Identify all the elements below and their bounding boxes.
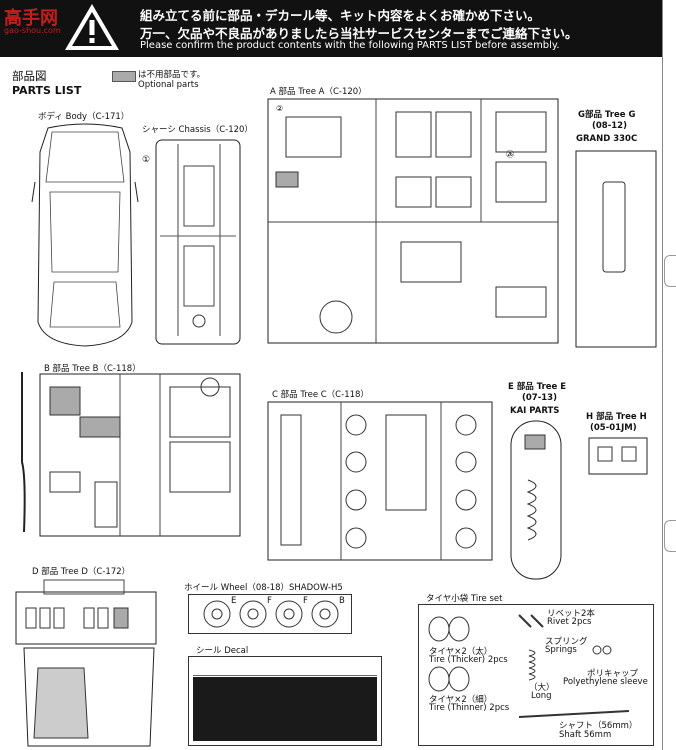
wheel-label: ホイール Wheel（08-18）SHADOW-H5 bbox=[184, 583, 343, 593]
site-logo-url: gao-shou.com bbox=[4, 26, 61, 35]
tree-g-code: (08-12) bbox=[592, 121, 627, 131]
optional-legend: Optional parts bbox=[138, 80, 199, 90]
decal-label: シール Decal bbox=[196, 646, 249, 656]
tree-b-label: B 部品 Tree B（C-118） bbox=[44, 364, 141, 374]
page-tab bbox=[664, 255, 676, 287]
long-spring-label: Long bbox=[531, 691, 552, 701]
tree-h-label: H 部品 Tree H bbox=[586, 412, 647, 422]
tree-e-code: (07-13) bbox=[522, 393, 557, 403]
spring-label: Springs bbox=[545, 645, 577, 655]
tree-d-runner bbox=[15, 579, 157, 747]
tree-c-runner bbox=[267, 401, 493, 561]
body-label: ボディ Body（C-171） bbox=[38, 112, 130, 122]
tree-e-name: KAI PARTS bbox=[510, 406, 560, 416]
tree-g-runner bbox=[575, 150, 657, 348]
parts-list-title-ja: 部品図 bbox=[12, 69, 47, 83]
tree-d-label: D 部品 Tree D（C-172） bbox=[32, 567, 131, 577]
tree-g-label: G部品 Tree G bbox=[578, 110, 636, 120]
spring-label-ja: スプリング bbox=[545, 637, 588, 647]
tree-b-runner bbox=[21, 372, 241, 537]
thin-tire-label-ja: タイヤ×2（細） bbox=[429, 695, 493, 705]
wheel-part-letter: E bbox=[231, 596, 237, 606]
optional-legend-ja: は不用部品です。 bbox=[138, 70, 206, 80]
tire-set-box: リベット2本 Rivet 2pcs タイヤ×2（太） Tire (Thicker… bbox=[418, 604, 654, 746]
tree-e-label: E 部品 Tree E bbox=[508, 382, 567, 392]
decal-sheet bbox=[188, 656, 382, 746]
tree-e-runner bbox=[510, 420, 562, 580]
wheel-part-letter: B bbox=[339, 596, 345, 606]
sleeve-label-ja: ポリキャップ bbox=[587, 669, 639, 679]
thick-tire-label: Tire (Thicker) 2pcs bbox=[429, 655, 508, 665]
header-warning-english: Please confirm the product contents with… bbox=[140, 40, 560, 51]
svg-text:②: ② bbox=[276, 104, 283, 113]
rivet-label: Rivet 2pcs bbox=[547, 617, 592, 627]
long-spring-label-ja: （大） bbox=[529, 683, 555, 693]
tree-h-runner bbox=[588, 437, 648, 475]
wheel-part-letter: F bbox=[303, 596, 308, 606]
tree-a-label: A 部品 Tree A（C-120） bbox=[270, 87, 367, 97]
thin-tire-label: Tire (Thinner) 2pcs bbox=[429, 703, 510, 713]
chassis-drawing: ① bbox=[142, 139, 241, 345]
wheel-part-letter: F bbox=[267, 596, 272, 606]
tree-g-name: GRAND 330C bbox=[576, 134, 638, 144]
shaft-label: Shaft 56mm bbox=[559, 730, 612, 740]
thick-tire-label-ja: タイヤ×2（太） bbox=[429, 647, 493, 657]
rivet-label-ja: リベット2本 bbox=[547, 609, 595, 619]
tire-set-label: タイヤ小袋 Tire set bbox=[426, 594, 503, 604]
chassis-label: シャーシ Chassis（C-120） bbox=[142, 125, 253, 135]
wheel-runner: E F F B bbox=[188, 594, 352, 634]
warning-icon bbox=[65, 4, 119, 50]
tree-a-runner: ② ㉖ bbox=[267, 98, 559, 344]
header-warning-line2: 万一、欠品や不良品がありましたら当社サービスセンターまでご連絡下さい。 bbox=[140, 26, 578, 41]
header-warning-line1: 組み立てる前に部品・デカール等、キット内容をよくお確かめ下さい。 bbox=[140, 8, 541, 23]
optional-part-swatch bbox=[112, 71, 136, 82]
parts-list-title: PARTS LIST bbox=[12, 84, 82, 97]
site-logo: 高手网 bbox=[4, 8, 58, 29]
page-tab bbox=[664, 520, 676, 552]
sleeve-label: Polyethylene sleeve bbox=[563, 677, 648, 687]
decal-plate-row bbox=[193, 661, 377, 676]
decal-black-area bbox=[193, 677, 377, 741]
page-edge-rule bbox=[662, 0, 663, 750]
tree-c-label: C 部品 Tree C（C-118） bbox=[272, 390, 369, 400]
tree-h-code: (05-01JM) bbox=[590, 423, 637, 433]
shaft-label-ja: シャフト（56mm） bbox=[559, 721, 638, 731]
body-shell-drawing bbox=[31, 123, 139, 347]
svg-text:㉖: ㉖ bbox=[506, 150, 514, 159]
svg-text:①: ① bbox=[142, 155, 150, 165]
